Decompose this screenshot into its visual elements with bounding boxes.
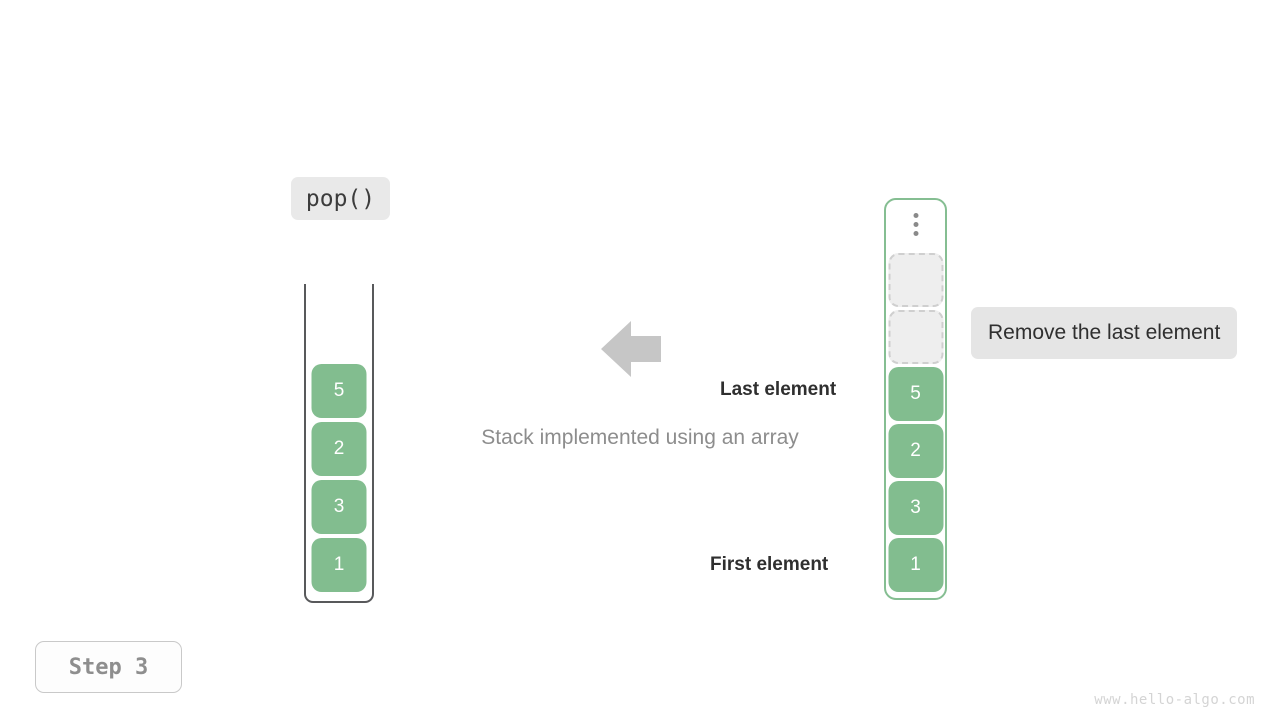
stack-vessel: 5 2 3 1	[304, 284, 374, 603]
stack-cell: 1	[311, 538, 367, 592]
stack-cell: 2	[311, 422, 367, 476]
stack-cell: 3	[311, 480, 367, 534]
tooltip-remove-last-element: Remove the last element	[971, 307, 1238, 359]
array-cell: 1	[888, 538, 943, 592]
ellipsis-dot	[913, 213, 918, 218]
array-vessel: 5 2 3 1	[884, 198, 947, 600]
array-cell: 3	[888, 481, 943, 535]
operation-label-pop: pop()	[291, 177, 390, 220]
stack-cell-list: 5 2 3 1	[311, 364, 367, 592]
arrow-left-icon	[601, 318, 661, 380]
array-cell: 2	[888, 424, 943, 478]
diagram-caption: Stack implemented using an array	[0, 426, 1280, 450]
diagram-caption-text: Stack implemented using an array	[481, 426, 799, 449]
array-empty-slot	[888, 310, 943, 364]
stack-diagram: 5 2 3 1	[304, 284, 374, 603]
array-empty-slot	[888, 253, 943, 307]
array-diagram: 5 2 3 1	[884, 198, 947, 600]
array-cell-list: 5 2 3 1	[888, 253, 943, 592]
vertical-ellipsis-icon	[913, 213, 918, 236]
label-last-element: Last element	[720, 379, 837, 400]
ellipsis-dot	[913, 222, 918, 227]
label-first-element: First element	[710, 554, 829, 575]
step-badge: Step 3	[35, 641, 182, 693]
array-cell: 5	[888, 367, 943, 421]
stack-cell: 5	[311, 364, 367, 418]
ellipsis-dot	[913, 231, 918, 236]
watermark: www.hello-algo.com	[1094, 692, 1255, 708]
